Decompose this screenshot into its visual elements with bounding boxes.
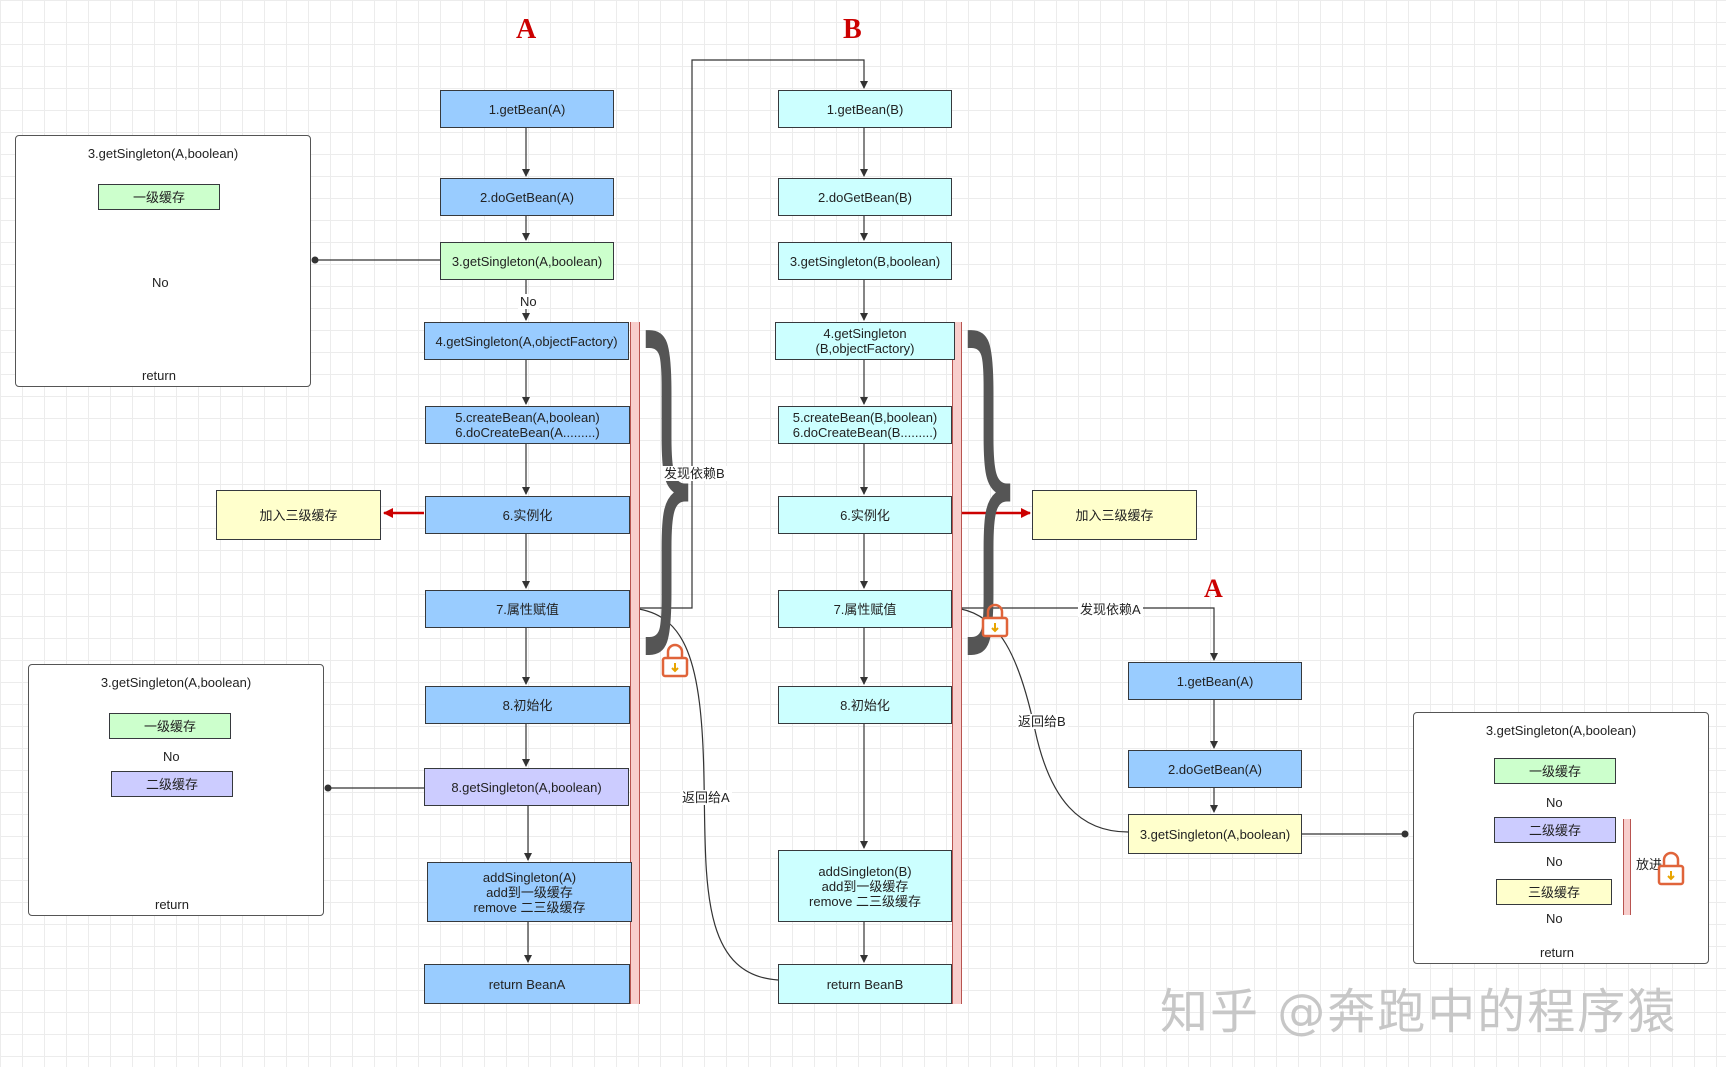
edge-return-to-a [629,604,779,981]
lifecycle-bar-b [952,322,962,1004]
a-initialize-node[interactable]: 8.初始化 [425,686,630,724]
a-addsingleton-node[interactable]: addSingleton(A) add到一级缓存 remove 二三级缓存 [427,862,632,922]
panel-3-no-label-3: No [1544,911,1565,926]
a2-getsingleton-bool-node[interactable]: 3.getSingleton(A,boolean) [1128,814,1302,854]
panel-2-no-label: No [161,749,182,764]
panel-3-put-label: 放进 [1634,857,1665,872]
b-return-node[interactable]: return BeanB [778,964,952,1004]
edge-find-dep-a [952,607,1218,661]
a-createbean-node[interactable]: 5.createBean(A,boolean) 6.doCreateBean(A… [425,406,630,444]
a-populate-node[interactable]: 7.属性赋值 [425,590,630,628]
heading-a: A [516,14,537,45]
a-return-node[interactable]: return BeanA [424,964,630,1004]
panel-3-return-label: return [1540,945,1574,960]
lifecycle-bar-a [630,322,640,1004]
panel-1-return-label: return [142,368,176,383]
panel-3-first-cache[interactable]: 一级缓存 [1494,758,1616,784]
panel-2-second-cache[interactable]: 二级缓存 [111,771,233,797]
label-return-to-b: 返回给B [1016,714,1068,729]
add-third-cache-b[interactable]: 加入三级缓存 [1032,490,1197,540]
a-getsingleton-bool-node[interactable]: 3.getSingleton(A,boolean) [440,242,614,280]
panel-3-third-cache[interactable]: 三级缓存 [1496,879,1612,905]
a-instantiate-node[interactable]: 6.实例化 [425,496,630,534]
b-populate-node[interactable]: 7.属性赋值 [778,590,952,628]
panel-getsingleton-3: 3.getSingleton(A,boolean) 一级缓存 No 二级缓存 N… [1413,712,1709,964]
panel-1-first-cache[interactable]: 一级缓存 [98,184,220,210]
a-getsingleton-bool2-node[interactable]: 8.getSingleton(A,boolean) [424,768,629,806]
panel-3-title: 3.getSingleton(A,boolean) [1485,723,1637,738]
b-createbean-node[interactable]: 5.createBean(B,boolean) 6.doCreateBean(B… [778,406,952,444]
label-return-to-a: 返回给A [680,790,732,805]
b-addsingleton-node[interactable]: addSingleton(B) add到一级缓存 remove 二三级缓存 [778,850,952,922]
brace-b: } [954,271,1024,681]
panel-2-title: 3.getSingleton(A,boolean) [100,675,252,690]
b-getsingleton-factory-node[interactable]: 4.getSingleton (B,objectFactory) [775,322,955,360]
lock-icon [1657,851,1685,886]
label-find-dep-a: 发现依赖A [1078,602,1143,617]
a2-dogetbean-node[interactable]: 2.doGetBean(A) [1128,750,1302,788]
lock-icon [981,603,1009,638]
panel-getsingleton-2: 3.getSingleton(A,boolean) 一级缓存 No 二级缓存 r… [28,664,324,916]
lock-icon [661,643,689,678]
panel-2-first-cache[interactable]: 一级缓存 [109,713,231,739]
a-getbean-node[interactable]: 1.getBean(A) [440,90,614,128]
b-initialize-node[interactable]: 8.初始化 [778,686,952,724]
panel-2-return-label: return [155,897,189,912]
panel-1-title: 3.getSingleton(A,boolean) [87,146,239,161]
add-third-cache-a[interactable]: 加入三级缓存 [216,490,381,540]
heading-b: B [843,14,862,45]
panel-getsingleton-1: 3.getSingleton(A,boolean) 一级缓存 No return [15,135,311,387]
heading-a2: A [1204,574,1223,603]
a-getsingleton-factory-node[interactable]: 4.getSingleton(A,objectFactory) [424,322,629,360]
panel-3-second-cache[interactable]: 二级缓存 [1494,817,1616,843]
panel-3-no-label-2: No [1544,854,1565,869]
b-getbean-node[interactable]: 1.getBean(B) [778,90,952,128]
label-find-dep-b: 发现依赖B [662,466,727,481]
panel-1-no-label: No [150,275,171,290]
a2-getbean-node[interactable]: 1.getBean(A) [1128,662,1302,700]
b-instantiate-node[interactable]: 6.实例化 [778,496,952,534]
label-no-a: No [518,294,539,309]
b-dogetbean-node[interactable]: 2.doGetBean(B) [778,178,952,216]
panel-3-no-label-1: No [1544,795,1565,810]
a-dogetbean-node[interactable]: 2.doGetBean(A) [440,178,614,216]
watermark: 知乎 @奔跑中的程序猿 [1160,984,1678,1040]
b-getsingleton-bool-node[interactable]: 3.getSingleton(B,boolean) [778,242,952,280]
panel-3-lock-bar [1623,819,1631,915]
edge-find-dep-b [628,59,868,609]
